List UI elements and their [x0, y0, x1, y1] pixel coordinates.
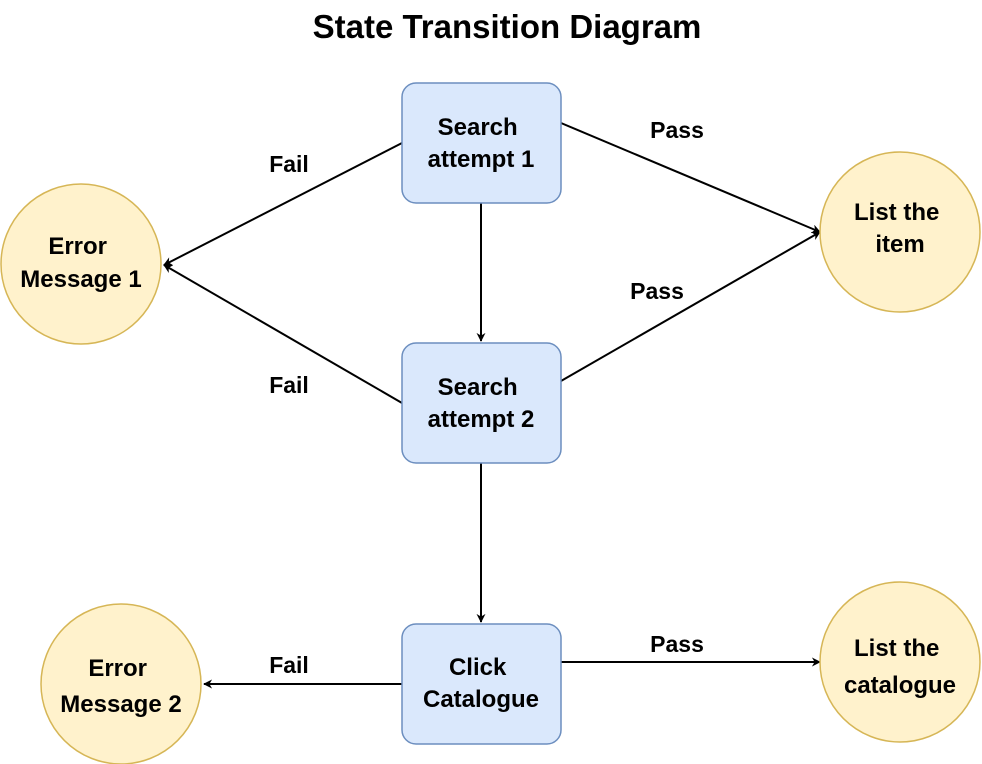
node-click-catalogue: Click Catalogue — [401, 623, 562, 745]
edges — [163, 122, 821, 689]
node-list-the-catalogue-line2: catalogue — [844, 672, 956, 699]
node-search-attempt-1: Search attempt 1 — [401, 82, 562, 204]
node-error-message-2-line1: Error — [88, 655, 147, 682]
node-error-message-1-line1: Error — [48, 233, 107, 260]
node-error-message-1-line2: Message 1 — [20, 266, 141, 293]
edge-search1-fail — [163, 142, 403, 266]
edge-label-catalogue-fail: Fail — [269, 652, 309, 678]
node-click-catalogue-line2: Catalogue — [423, 686, 539, 713]
edge-label-catalogue-pass: Pass — [650, 631, 704, 657]
node-search-attempt-2: Search attempt 2 — [401, 342, 562, 464]
node-error-message-2-line2: Message 2 — [60, 691, 181, 718]
node-click-catalogue-line1: Click — [449, 654, 507, 681]
node-list-the-catalogue-line1: List the — [854, 635, 939, 662]
edge-labels: Fail Pass Fail Pass Fail Pass — [269, 117, 704, 678]
node-search-attempt-2-line1: Search — [438, 374, 518, 401]
edge-search1-pass — [560, 122, 821, 234]
node-search-attempt-2-line2: attempt 2 — [428, 406, 535, 433]
edge-label-search2-pass: Pass — [630, 278, 684, 304]
svg-text:Search attempt 2: Search attempt 2 — [428, 374, 535, 433]
svg-text:List the catalogue: List the catalogue — [844, 635, 956, 699]
edge-search2-pass — [560, 231, 821, 382]
diagram-title: State Transition Diagram — [313, 8, 702, 45]
edge-label-search1-pass: Pass — [650, 117, 704, 143]
edge-search2-fail — [163, 264, 403, 404]
svg-text:Search attempt 1: Search attempt 1 — [428, 114, 535, 173]
edge-label-search1-fail: Fail — [269, 151, 309, 177]
svg-text:Click Catalogue: Click Catalogue — [423, 654, 539, 713]
node-list-the-item-line2: item — [875, 231, 924, 258]
svg-text:Error Message 1: Error Message 1 — [20, 233, 141, 293]
node-list-the-item: List the item — [819, 151, 981, 313]
svg-text:List the item: List the item — [854, 199, 946, 258]
node-list-the-item-line1: List the — [854, 199, 939, 226]
node-search-attempt-1-line1: Search — [438, 114, 518, 141]
node-error-message-1: Error Message 1 — [0, 183, 162, 345]
edge-label-search2-fail: Fail — [269, 372, 309, 398]
node-search-attempt-1-line2: attempt 1 — [428, 146, 535, 173]
node-error-message-2: Error Message 2 — [40, 603, 202, 764]
svg-text:Error Message 2: Error Message 2 — [60, 655, 181, 718]
node-list-the-catalogue: List the catalogue — [819, 581, 981, 743]
